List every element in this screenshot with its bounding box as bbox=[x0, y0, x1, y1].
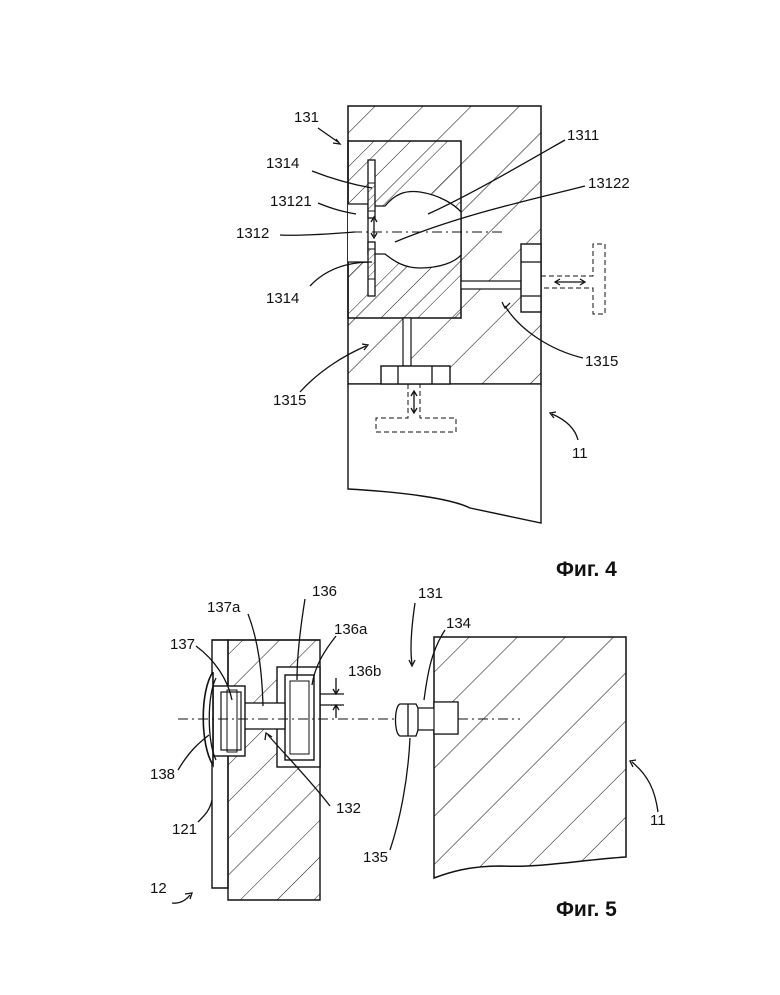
label-13122: 13122 bbox=[588, 175, 630, 192]
element-137 bbox=[221, 692, 241, 750]
bolt-1315-bottom-head bbox=[381, 366, 450, 384]
cap-138 bbox=[203, 672, 213, 765]
label-1315-bottom: 1315 bbox=[273, 392, 306, 409]
label-134: 134 bbox=[446, 615, 471, 632]
label-132: 132 bbox=[336, 800, 361, 817]
label-1315-right: 1315 bbox=[585, 353, 618, 370]
label-137a: 137a bbox=[207, 599, 241, 616]
figure-4 bbox=[280, 106, 605, 523]
label-1312: 1312 bbox=[236, 225, 269, 242]
caption-fig-4: Фиг. 4 bbox=[556, 558, 617, 581]
label-136: 136 bbox=[312, 583, 337, 600]
label-137: 137 bbox=[170, 636, 195, 653]
bolt-1315-bottom-shaft bbox=[403, 318, 411, 366]
label-11-fig5: 11 bbox=[650, 812, 666, 829]
label-121: 121 bbox=[172, 821, 197, 838]
bolt-1315-right-shaft bbox=[461, 281, 521, 289]
figure-5 bbox=[172, 599, 658, 903]
block-11 bbox=[434, 637, 626, 878]
element-136 bbox=[285, 675, 314, 760]
label-12: 12 bbox=[150, 880, 167, 897]
label-138: 138 bbox=[150, 766, 175, 783]
dashed-t-right bbox=[541, 244, 605, 314]
label-136b: 136b bbox=[348, 663, 381, 680]
bolt-1315-right-head bbox=[521, 244, 541, 312]
caption-fig-5: Фиг. 5 bbox=[556, 898, 617, 921]
shaft-132 bbox=[243, 703, 285, 729]
label-131-fig4: 131 bbox=[294, 109, 319, 126]
label-136a: 136a bbox=[334, 621, 368, 638]
label-1314-bottom: 1314 bbox=[266, 290, 299, 307]
label-1314-top: 1314 bbox=[266, 155, 299, 172]
label-13121: 13121 bbox=[270, 193, 312, 210]
label-1311: 1311 bbox=[567, 127, 599, 144]
plate-121 bbox=[212, 640, 228, 888]
base-11 bbox=[348, 384, 541, 523]
label-131-fig5: 131 bbox=[418, 585, 443, 602]
plate-1314-bottom-hatch bbox=[368, 249, 375, 279]
label-135: 135 bbox=[363, 849, 388, 866]
label-11-fig4: 11 bbox=[572, 445, 588, 462]
